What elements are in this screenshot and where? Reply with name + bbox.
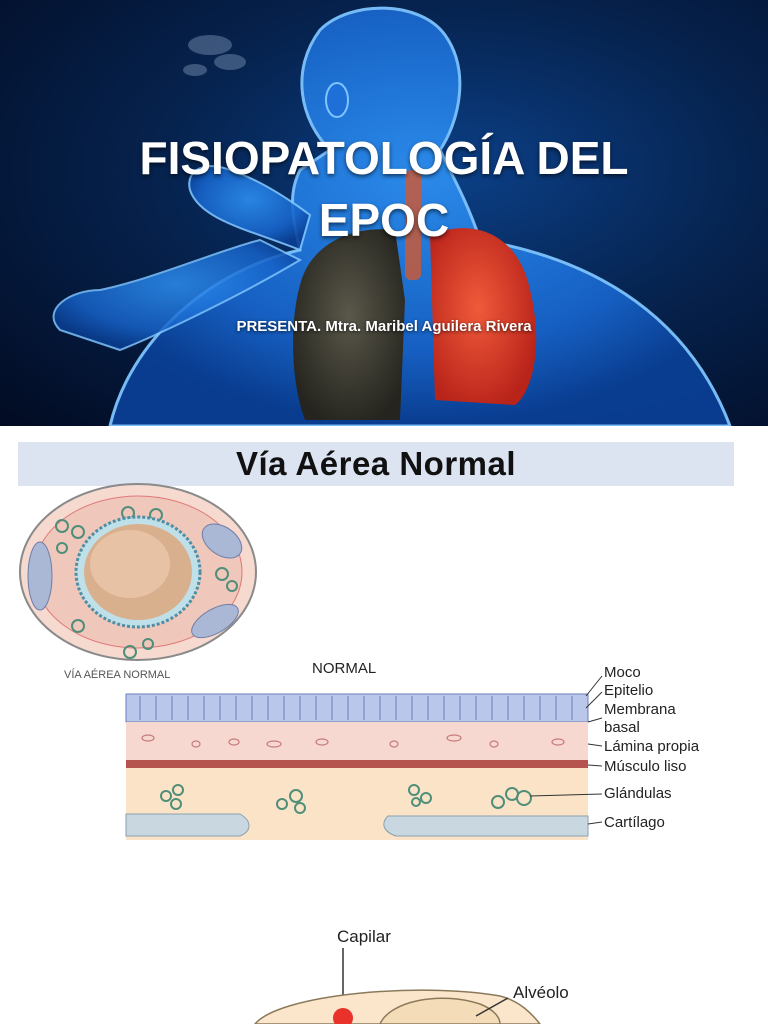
label-membrana: Membrana [604, 701, 676, 718]
section-banner: Vía Aérea Normal [18, 442, 734, 486]
body-illustration [52, 6, 732, 426]
smoke-icon [183, 35, 246, 76]
label-alveolo: Alvéolo [513, 983, 569, 1002]
airway-diagram [19, 483, 603, 1024]
slide-title-line-2: EPOC [318, 194, 450, 246]
banner-title: Vía Aérea Normal [235, 445, 517, 482]
label-basal: basal [604, 719, 640, 736]
slide-title-line-1: FISIOPATOLOGÍA DEL [139, 132, 629, 184]
alveolus-diagram [254, 948, 541, 1024]
presenter-subtitle: PRESENTA. Mtra. Maribel Aguilera Rivera [236, 318, 532, 335]
title-slide: FISIOPATOLOGÍA DEL EPOC PRESENTA. Mtra. … [0, 0, 768, 426]
label-lamina-propia: Lámina propia [604, 738, 700, 755]
label-epitelio: Epitelio [604, 682, 654, 699]
label-capilar: Capilar [337, 927, 391, 946]
label-moco: Moco [604, 664, 641, 681]
airway-wall-section [125, 675, 603, 840]
label-glandulas: Glándulas [604, 785, 672, 802]
label-musculo-liso: Músculo liso [604, 758, 687, 775]
diseased-lung-icon [293, 229, 405, 420]
airway-caption: VÍA AÉREA NORMAL [64, 669, 171, 681]
healthy-lung-icon [430, 228, 537, 405]
label-cartilago: Cartílago [604, 814, 665, 831]
normal-airway-slide: Vía Aérea Normal [0, 426, 768, 1024]
normal-label: NORMAL [312, 660, 377, 677]
